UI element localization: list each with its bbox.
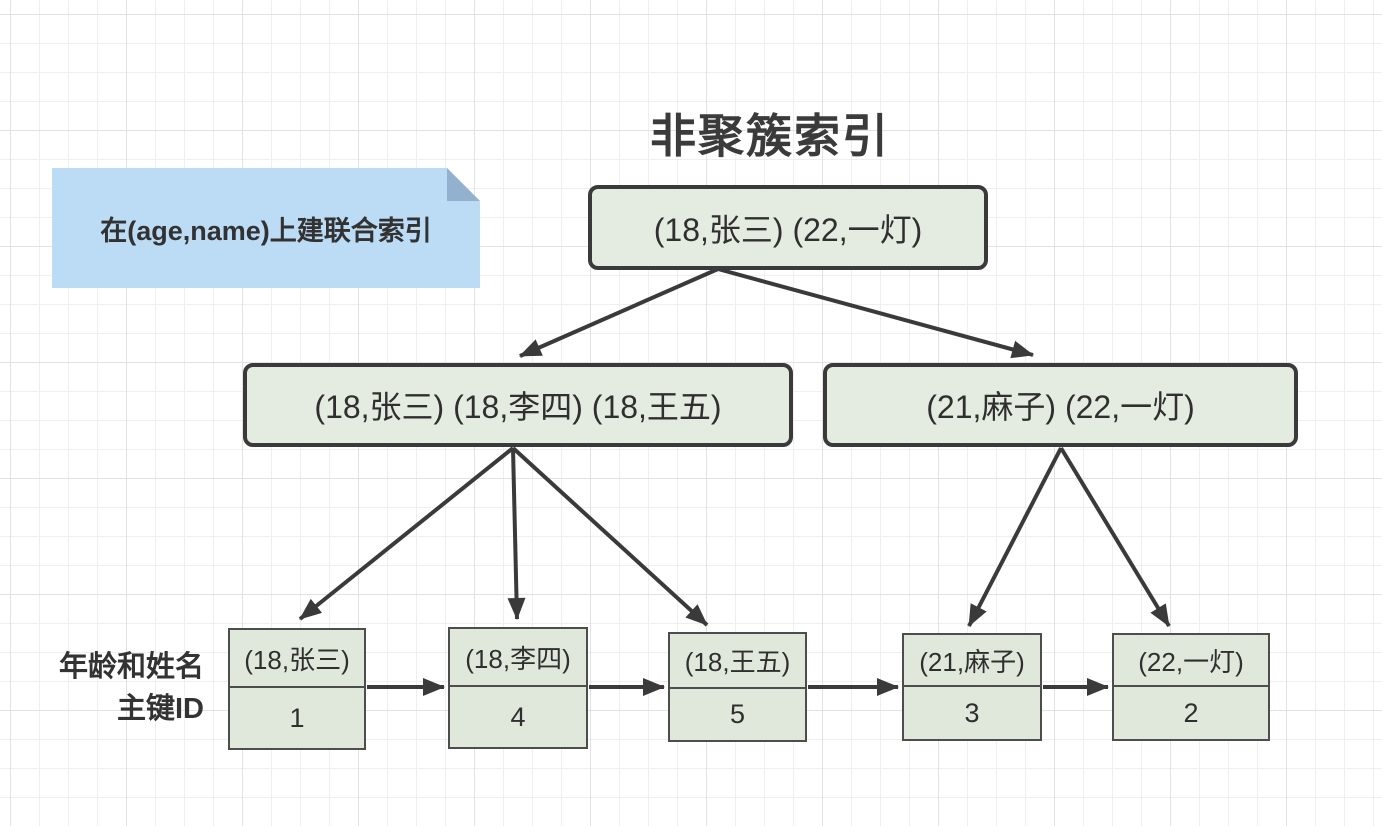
- leaf-id-cell: 5: [729, 699, 746, 729]
- edge-right-to-leaf5: [1059, 446, 1171, 628]
- leaf-key-cell: (18,张三): [230, 630, 364, 688]
- row-label-primary-id: 主键ID: [116, 693, 204, 725]
- leaf-key-cell: (21,麻子): [904, 635, 1040, 687]
- leaf-node: (22,一灯) 2: [1112, 633, 1270, 741]
- leaf-key-cell: (22,一灯): [1114, 635, 1268, 687]
- leaf-id-cell: 1: [289, 702, 305, 733]
- row-label-key: 年龄和姓名: [58, 651, 204, 683]
- leaf-id-cell: 3: [964, 697, 980, 728]
- edge-left-to-leaf1: [298, 446, 515, 621]
- sticky-note: 在(age,name)上建联合索引: [52, 168, 480, 288]
- row-meaning-labels: 年龄和姓名 主键ID: [26, 646, 204, 730]
- leaf-key-cell: (18,王五): [670, 634, 805, 689]
- root-index-node: (18,张三) (22,一灯): [588, 185, 988, 270]
- leaf-node: (18,李四) 4: [448, 627, 588, 749]
- diagram-title: 非聚簇索引: [650, 110, 890, 162]
- leaf-node: (18,张三) 1: [228, 628, 366, 750]
- internal-node-right: (21,麻子) (22,一灯): [823, 363, 1298, 447]
- edge-left-to-leaf2: [507, 447, 526, 620]
- edge-root-to-left: [519, 267, 719, 358]
- sticky-note-body: [52, 168, 480, 288]
- edge-right-to-leaf4: [967, 447, 1063, 627]
- internal-node-left: (18,张三) (18,李四) (18,王五): [243, 363, 793, 447]
- edge-left-to-leaf3: [511, 446, 709, 627]
- leaf-id-cell: 2: [1183, 697, 1199, 728]
- leaf-key-cell: (18,李四): [450, 629, 586, 687]
- leaf-node: (21,麻子) 3: [902, 633, 1042, 741]
- leaf-id-cell: 4: [510, 701, 526, 732]
- sticky-note-text: 在(age,name)上建联合索引: [100, 215, 432, 246]
- leaf-node: (18,王五) 5: [668, 632, 807, 742]
- edge-root-to-right: [717, 267, 1034, 359]
